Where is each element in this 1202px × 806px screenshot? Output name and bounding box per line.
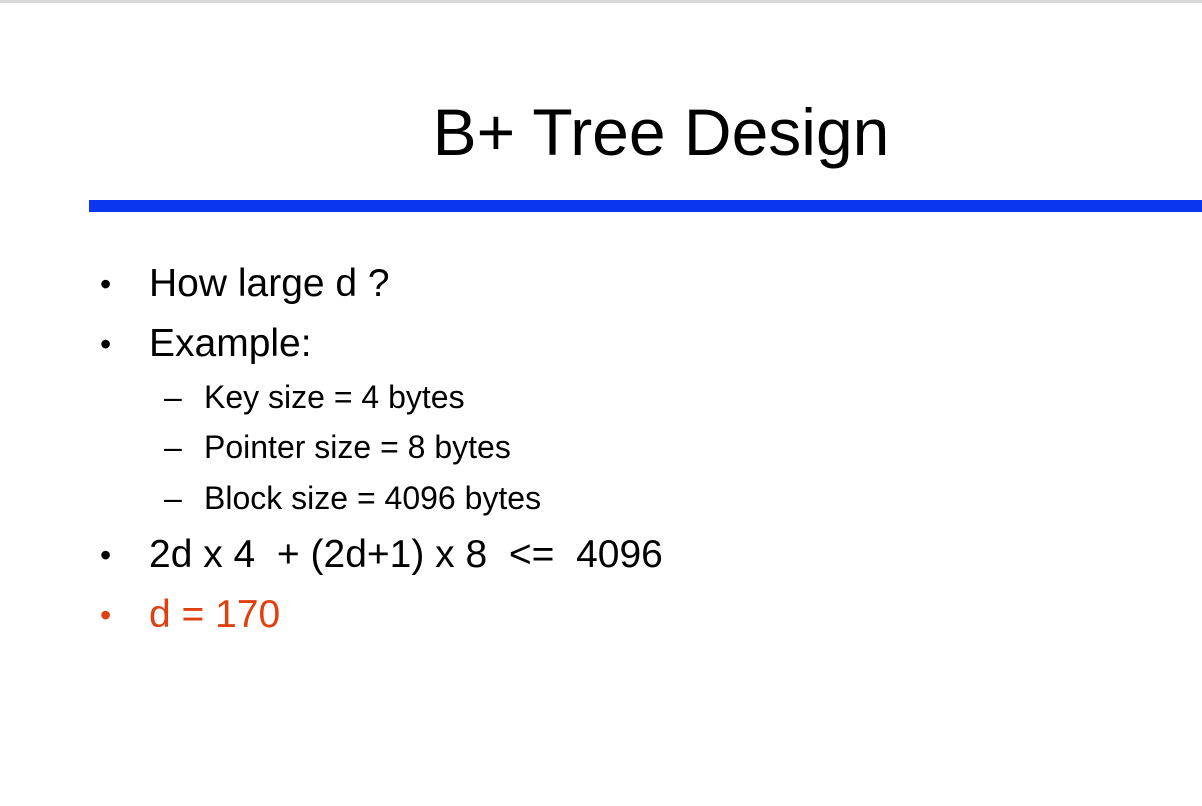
bullet-text: How large d ? <box>149 262 390 305</box>
sub-bullet-text: Block size = 4096 bytes <box>204 480 542 516</box>
formula-text: 2d x 4 + (2d+1) x 8 <= 4096 <box>149 533 663 576</box>
bullet-marker: • <box>100 537 112 573</box>
sub-bullet-text: Pointer size = 8 bytes <box>204 429 511 465</box>
bullet-marker: • <box>100 326 112 362</box>
sub-bullet-marker: – <box>164 379 182 415</box>
sub-bullet-text: Key size = 4 bytes <box>204 379 465 415</box>
sub-bullet-marker: – <box>164 480 182 516</box>
bullet-marker: • <box>100 266 112 302</box>
title-underline-rule <box>89 200 1202 212</box>
sub-bullet-marker: – <box>164 429 182 465</box>
bullet-text: Example: <box>149 322 312 365</box>
top-border <box>0 0 1202 3</box>
answer-text: d = 170 <box>149 593 281 636</box>
bullet-marker: • <box>100 597 112 633</box>
slide-title: B+ Tree Design <box>432 95 890 169</box>
